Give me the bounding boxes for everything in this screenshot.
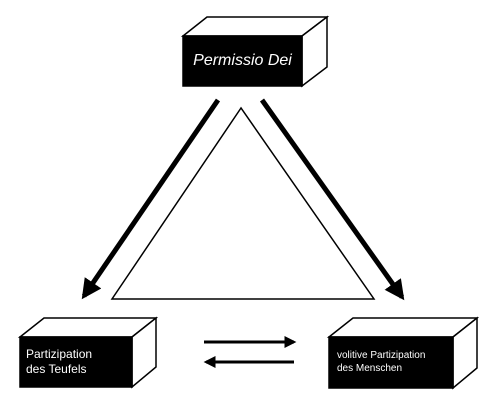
label-left-line1: Partizipation	[26, 347, 93, 361]
label-partizipation-teufels: Partizipation des Teufels	[20, 337, 132, 387]
label-permissio-dei: Permissio Dei	[183, 36, 302, 86]
arrow-to-right	[259, 98, 405, 301]
box-volitive-partizipation	[326, 316, 480, 390]
label-right-line2: des Menschen	[337, 363, 403, 374]
label-right-line1: volitive Partizipation	[337, 350, 426, 361]
label-left-line2: des Teufels	[26, 362, 87, 376]
label-volitive-partizipation: volitive Partizipation des Menschen	[329, 337, 453, 387]
box-partizipation-teufels	[17, 316, 159, 389]
box-permissio-dei	[180, 15, 330, 88]
label-permissio-dei-text: Permissio Dei	[193, 52, 292, 69]
central-triangle	[110, 106, 376, 300]
arrow-to-left	[81, 98, 221, 300]
